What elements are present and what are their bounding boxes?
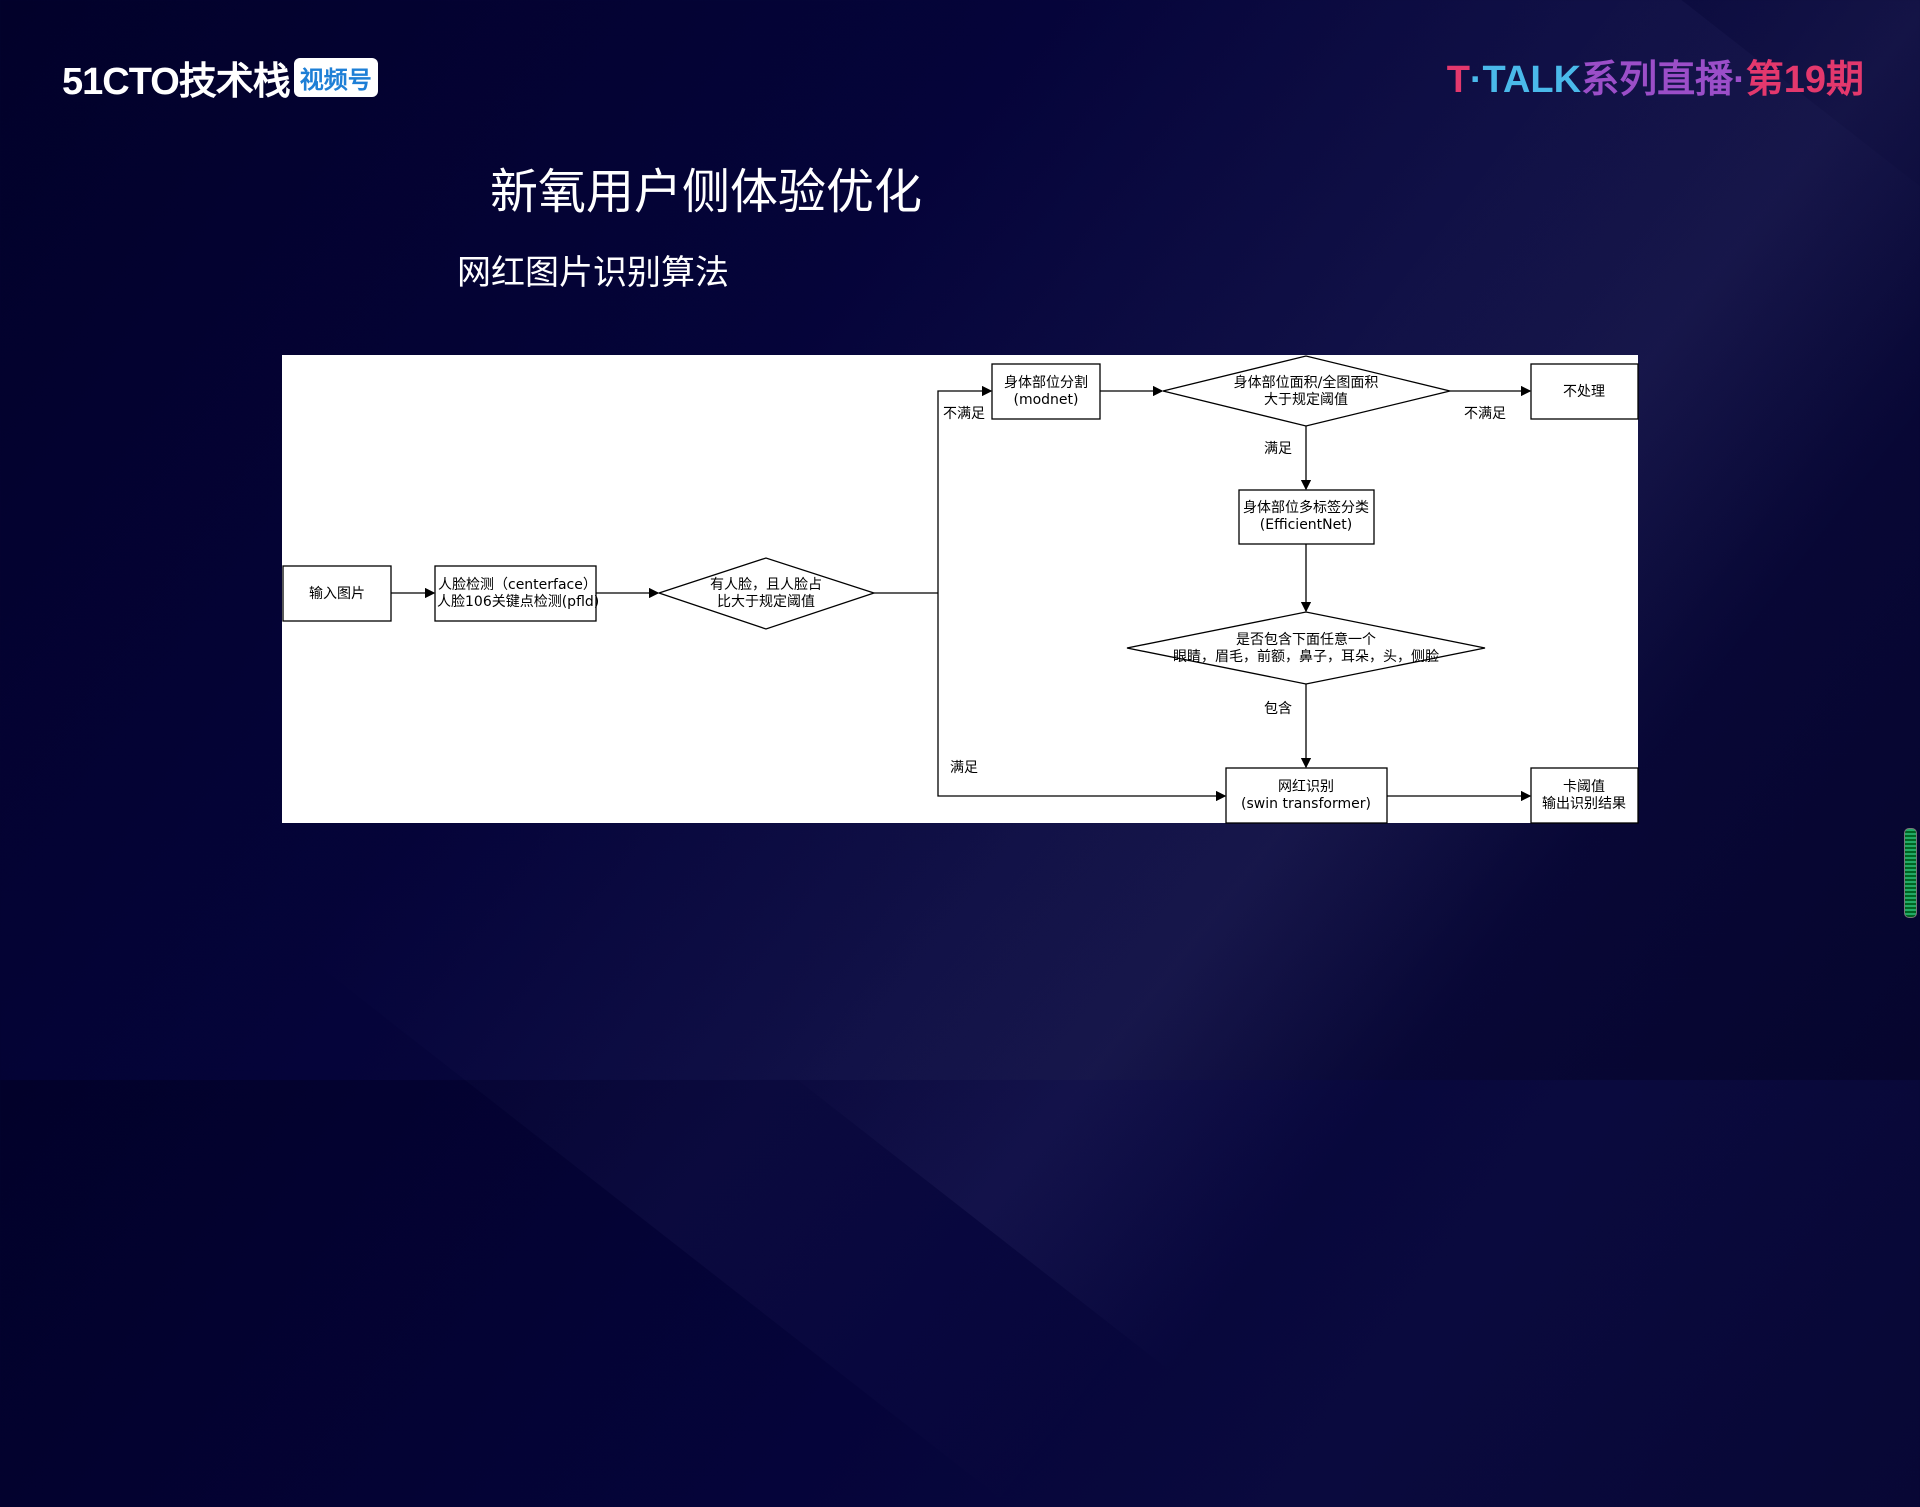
node-part-check: [1126, 611, 1486, 685]
edge-label-contains: 包含: [1264, 701, 1292, 717]
series-name: 系列直播·: [1581, 59, 1746, 101]
series-episode: 第19期: [1745, 59, 1864, 101]
node-area-check: [1162, 355, 1451, 427]
node-seg-label-1: 身体部位分割: [1004, 374, 1088, 391]
edge-label-face-fail: 不满足: [943, 406, 985, 422]
edge-label-area-fail: 不满足: [1464, 406, 1506, 422]
node-face-label-1: 人脸检测（centerface）: [438, 577, 597, 593]
node-area-label-1: 身体部位面积/全图面积: [1234, 374, 1379, 391]
node-output-label-1: 卡阈值: [1563, 779, 1605, 795]
scroll-indicator[interactable]: [1904, 828, 1917, 918]
node-face-detect: [434, 565, 597, 622]
node-output-label-2: 输出识别结果: [1542, 796, 1626, 812]
node-multilabel-label-2: (EfficientNet): [1260, 517, 1352, 533]
node-swin: [1225, 767, 1388, 824]
slide-title: 新氧用户侧体验优化: [490, 164, 923, 220]
node-segmentation: [991, 363, 1101, 420]
logo-badge: 视频号: [293, 58, 378, 97]
node-input-label: 输入图片: [309, 586, 365, 602]
node-part-label-1: 是否包含下面任意一个: [1236, 631, 1376, 648]
node-face-check: [656, 557, 877, 630]
edge-face-fail: [937, 385, 993, 593]
node-swin-label-1: 网红识别: [1278, 779, 1334, 795]
edge-label-face-pass: 满足: [950, 760, 978, 776]
edge-label-area-pass: 满足: [1264, 441, 1292, 457]
node-input: [282, 565, 392, 622]
node-no-process: [1530, 363, 1639, 420]
series-talk: ·TALK: [1469, 59, 1582, 101]
node-multilabel-label-1: 身体部位多标签分类: [1243, 499, 1369, 516]
series-title: T·TALK系列直播·第19期: [1447, 48, 1864, 103]
flowchart-canvas: [282, 355, 1638, 823]
edge-face-pass: [937, 593, 1227, 802]
node-swin-label-2: (swin transformer): [1241, 796, 1371, 812]
node-area-label-2: 大于规定阈值: [1264, 392, 1348, 408]
node-face-check-label-1: 有人脸，且人脸占: [710, 577, 822, 593]
node-multilabel: [1238, 489, 1375, 545]
node-face-check-label-2: 比大于规定阈值: [717, 594, 815, 610]
node-part-label-2: 眼睛，眉毛，前额，鼻子，耳朵，头，侧脸: [1173, 648, 1439, 665]
node-no-process-label: 不处理: [1563, 384, 1605, 400]
flowchart: 输入图片 人脸检测（centerface） 人脸106关键点检测(pfld) 有…: [282, 355, 1639, 824]
logo-text: 51CTO技术栈: [62, 61, 291, 103]
node-output: [1530, 767, 1639, 824]
brand-logo: 51CTO技术栈 视频号: [62, 50, 378, 105]
series-t: T: [1446, 59, 1470, 101]
slide-subtitle: 网红图片识别算法: [457, 253, 729, 293]
node-face-label-2: 人脸106关键点检测(pfld): [437, 594, 599, 610]
node-seg-label-2: (modnet): [1014, 392, 1079, 408]
